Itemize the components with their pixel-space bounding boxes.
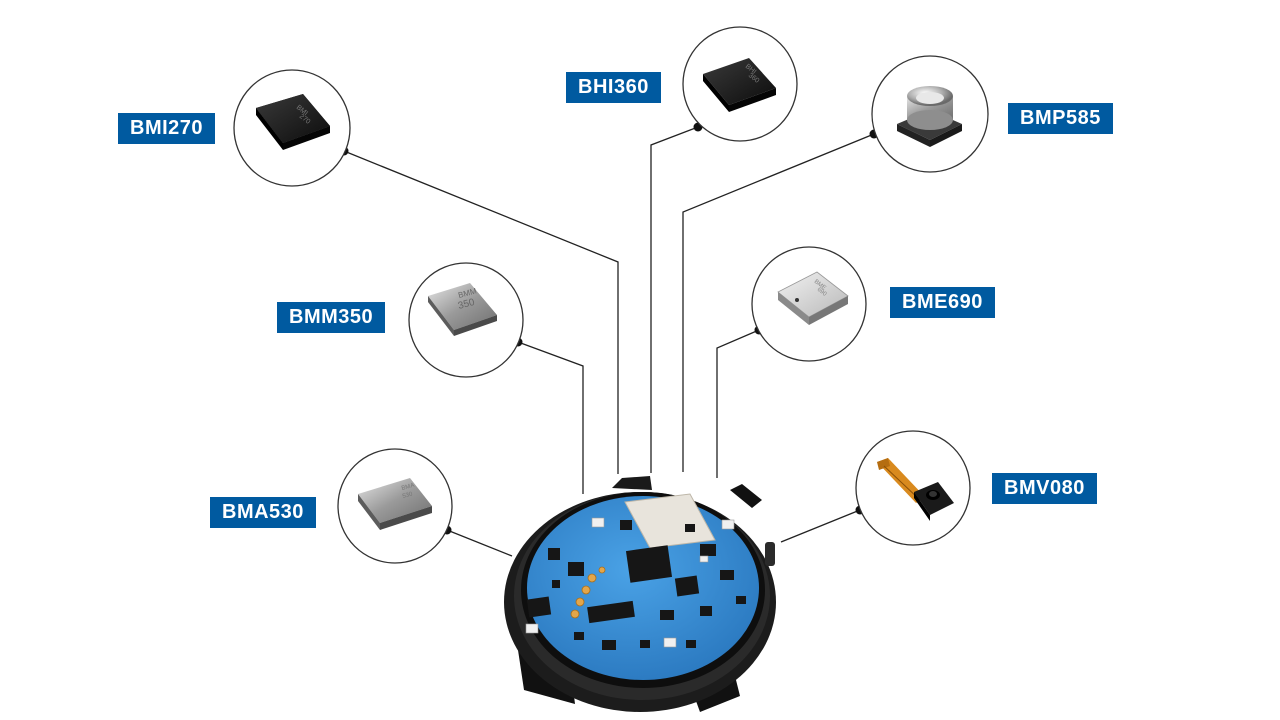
chip-image-bmv080 — [877, 458, 954, 521]
leader-line-bmp585 — [682, 133, 875, 472]
chip-image-bmm350: BMM 350 — [428, 283, 497, 336]
leader-line-bmm350 — [517, 341, 584, 494]
chip-image-bma530: BMA 530 — [358, 478, 432, 530]
chip-image-bme690: BME 690 — [777, 271, 849, 325]
sensor-label-bmi270: BMI270 — [118, 113, 216, 144]
chip-image-bhi360: BHI 360 — [703, 58, 776, 112]
smartwatch-illustration — [504, 476, 776, 712]
sensor-label-bmv080: BMV080 — [992, 473, 1097, 504]
callout-circles — [233, 26, 989, 564]
chip-marking-bme690-line2: 690 — [816, 287, 828, 298]
chip-marking-bmm350-line2: 350 — [457, 297, 476, 312]
leader-line-bme690 — [716, 329, 760, 478]
leader-line-bmv080 — [780, 509, 861, 543]
leader-line-bma530 — [446, 529, 513, 557]
leader-line-bmi270 — [343, 150, 619, 474]
leader-line-bhi360 — [650, 126, 699, 473]
chip-marking-bma530-line1: BMA — [401, 483, 415, 492]
sensor-label-bhi360: BHI360 — [566, 72, 661, 103]
sensor-label-bma530: BMA530 — [210, 497, 316, 528]
sensor-label-bmp585: BMP585 — [1008, 103, 1113, 134]
chip-image-bmi270: BMI 270 — [256, 94, 330, 150]
chip-marking-bma530-line2: 530 — [402, 491, 414, 500]
leader-lines — [343, 126, 875, 557]
sensor-label-bmm350: BMM350 — [277, 302, 386, 333]
chip-image-bmp585 — [897, 86, 962, 147]
sensor-label-bme690: BME690 — [890, 287, 995, 318]
